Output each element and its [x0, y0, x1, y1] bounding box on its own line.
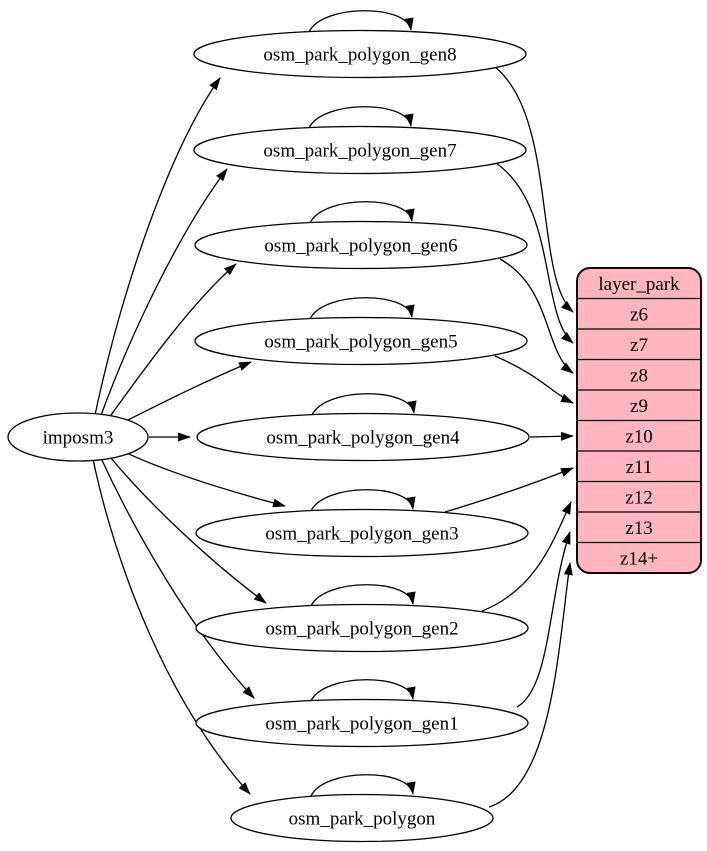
edges-tables-to-layer [444, 66, 574, 808]
self-loop-gen3 [310, 489, 416, 512]
layer-park-row-z11: z11 [626, 457, 653, 478]
osm-park-polygon-ellipse [230, 793, 494, 843]
layer-park-row-z10: z10 [625, 426, 652, 447]
gen3-label: osm_park_polygon_gen3 [265, 524, 458, 545]
edge-gen6-z8 [499, 258, 574, 374]
node-osm-park-polygon-gen8: osm_park_polygon_gen8 [193, 29, 527, 79]
layer-park-row-z13: z13 [625, 518, 652, 539]
gen4-ellipse [196, 412, 530, 462]
node-imposm3: imposm3 [7, 412, 149, 462]
edge-imposm3-gen7 [99, 168, 228, 419]
layer-park-row-z6: z6 [630, 304, 648, 325]
self-loop-gen2 [310, 584, 416, 607]
edge-imposm3-gen8 [94, 77, 221, 416]
edge-gen3-z11 [444, 467, 574, 513]
layer-park-row-z14: z14+ [620, 548, 658, 569]
edge-gen2-z12 [481, 501, 572, 612]
gen6-label: osm_park_polygon_gen6 [264, 236, 457, 257]
gen1-label: osm_park_polygon_gen1 [265, 714, 458, 735]
layer-park-row-z12: z12 [625, 487, 652, 508]
node-osm-park-polygon-gen3: osm_park_polygon_gen3 [195, 508, 529, 558]
self-loop-gen7 [308, 106, 414, 129]
edge-imposm3-osm-park-polygon [92, 458, 251, 795]
edge-gen1-z13 [516, 531, 571, 708]
edge-imposm3-gen6 [105, 263, 237, 423]
imposm3-label: imposm3 [43, 428, 114, 449]
osm-park-polygon-label: osm_park_polygon [289, 809, 436, 830]
gen5-label: osm_park_polygon_gen5 [264, 332, 457, 353]
gen8-ellipse [193, 29, 527, 79]
edge-gen5-z9 [494, 355, 574, 404]
gen8-label: osm_park_polygon_gen8 [263, 45, 456, 66]
imposm3-ellipse [7, 412, 149, 462]
node-osm-park-polygon-gen1: osm_park_polygon_gen1 [195, 698, 529, 748]
node-layer-park: layer_park z6 z7 z8 z9 z10 z11 z12 z13 z… [576, 267, 702, 574]
edge-osm-park-polygon-z14 [488, 562, 573, 808]
node-osm-park-polygon-gen6: osm_park_polygon_gen6 [194, 220, 528, 270]
gen7-label: osm_park_polygon_gen7 [263, 141, 456, 162]
edges-imposm3-to-tables [92, 77, 286, 795]
edge-imposm3-gen5 [113, 361, 252, 428]
self-loop-gen1 [310, 679, 416, 702]
edge-imposm3-gen3 [113, 446, 286, 508]
self-loop-gen8 [308, 10, 414, 33]
gen6-ellipse [194, 220, 528, 270]
edge-gen4-z10 [529, 431, 574, 441]
edge-gen8-z6 [494, 66, 574, 313]
gen5-ellipse [194, 316, 528, 366]
self-loop-gen6 [309, 201, 415, 224]
node-osm-park-polygon-gen2: osm_park_polygon_gen2 [195, 603, 529, 653]
gen7-ellipse [193, 125, 527, 175]
gen1-ellipse [195, 698, 529, 748]
edge-imposm3-gen1 [99, 455, 255, 699]
node-osm-park-polygon: osm_park_polygon [230, 793, 494, 843]
gen2-label: osm_park_polygon_gen2 [265, 619, 458, 640]
gen4-label: osm_park_polygon_gen4 [266, 428, 460, 449]
layer-park-title: layer_park [598, 274, 680, 295]
edges-self-loops [308, 10, 417, 797]
self-loop-gen4 [311, 393, 417, 416]
layer-park-row-z7: z7 [630, 335, 648, 356]
layer-park-row-z9: z9 [630, 396, 648, 417]
edge-imposm3-gen2 [105, 451, 267, 604]
edge-gen7-z7 [495, 162, 574, 344]
self-loop-osm-park-polygon [310, 774, 416, 797]
layer-park-row-z8: z8 [630, 365, 648, 386]
gen2-ellipse [195, 603, 529, 653]
node-osm-park-polygon-gen7: osm_park_polygon_gen7 [193, 125, 527, 175]
gen3-ellipse [195, 508, 529, 558]
node-osm-park-polygon-gen4: osm_park_polygon_gen4 [196, 412, 530, 462]
self-loop-gen5 [309, 297, 415, 320]
node-osm-park-polygon-gen5: osm_park_polygon_gen5 [194, 316, 528, 366]
